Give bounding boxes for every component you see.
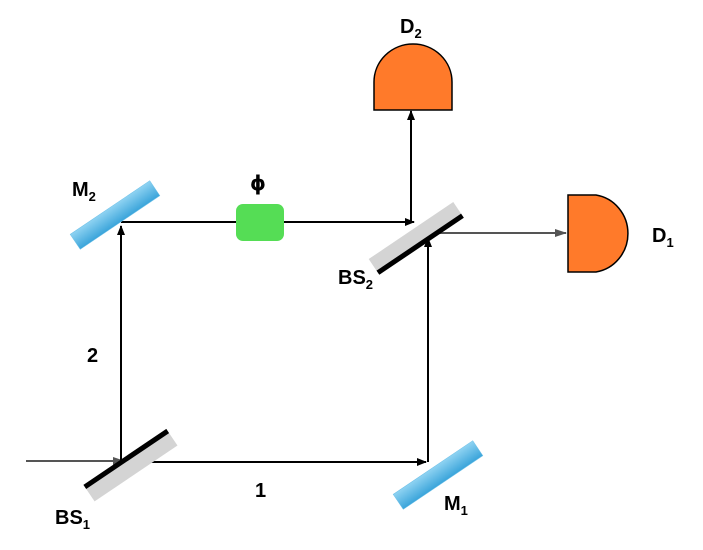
label-bs2: BS2 — [338, 267, 373, 292]
detector-d2 — [373, 43, 453, 111]
label-bs1: BS1 — [55, 507, 90, 532]
label-path-2: 2 — [87, 345, 98, 367]
label-path-1: 1 — [255, 480, 266, 502]
detector-d1 — [567, 194, 629, 273]
label-phase: ϕ — [250, 171, 266, 195]
label-d2: D2 — [400, 16, 422, 41]
mirror-1 — [392, 440, 484, 510]
label-m2: M2 — [72, 179, 96, 204]
label-m1: M1 — [444, 493, 468, 518]
beam-splitter-1 — [83, 428, 178, 502]
label-d1: D1 — [652, 225, 674, 250]
mirror-2 — [69, 180, 161, 250]
beam-splitter-2 — [368, 202, 464, 275]
phase-shifter — [236, 204, 284, 241]
